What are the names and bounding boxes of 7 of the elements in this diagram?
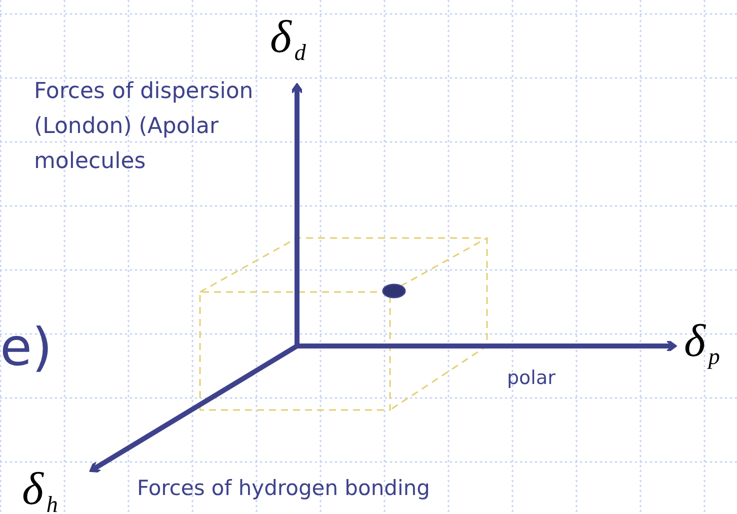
axis-label: δ$_{h}$: [22, 466, 58, 514]
axis-description: Forces of dispersion (London) (Apolar molecules: [34, 78, 254, 176]
axis-description: Forces of hydrogen bonding: [137, 476, 430, 500]
axis-label: δ$_{p}$: [684, 318, 720, 368]
partial-text: e): [0, 318, 52, 378]
axis-description: polar: [507, 367, 556, 389]
axis-label: δ$_{d}$: [270, 14, 306, 64]
